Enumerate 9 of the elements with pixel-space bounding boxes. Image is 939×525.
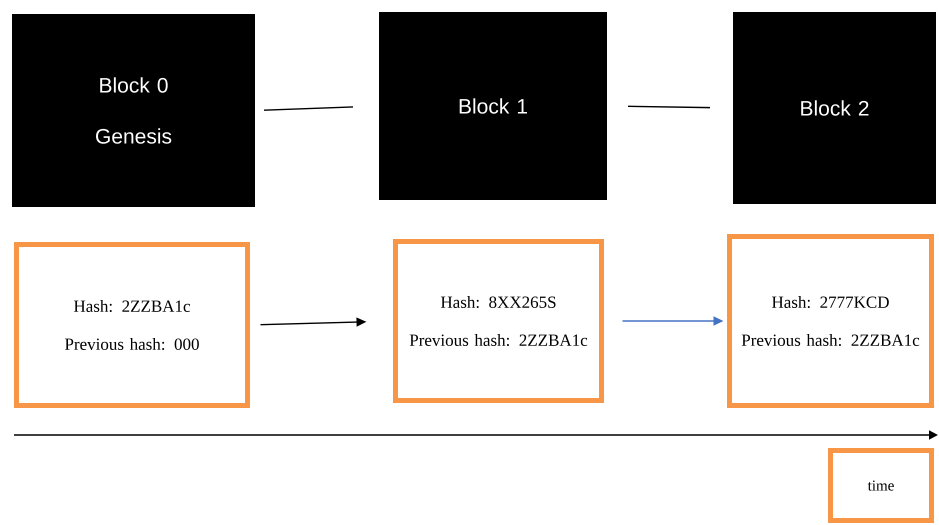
block-box: Block 0 Genesis [12, 14, 255, 207]
hash-box: Hash: 8XX265S Previous hash: 2ZZBA1c [393, 239, 604, 403]
connector-line [628, 106, 710, 108]
block-box: Block 1 [379, 12, 607, 200]
hash-box: Hash: 2777KCD Previous hash: 2ZZBA1c [727, 234, 934, 408]
connector-line [264, 106, 354, 111]
hash-box: Hash: 2ZZBA1c Previous hash: 000 [14, 242, 250, 408]
time-box: time [828, 448, 934, 523]
block-box: Block 2 [733, 12, 936, 204]
